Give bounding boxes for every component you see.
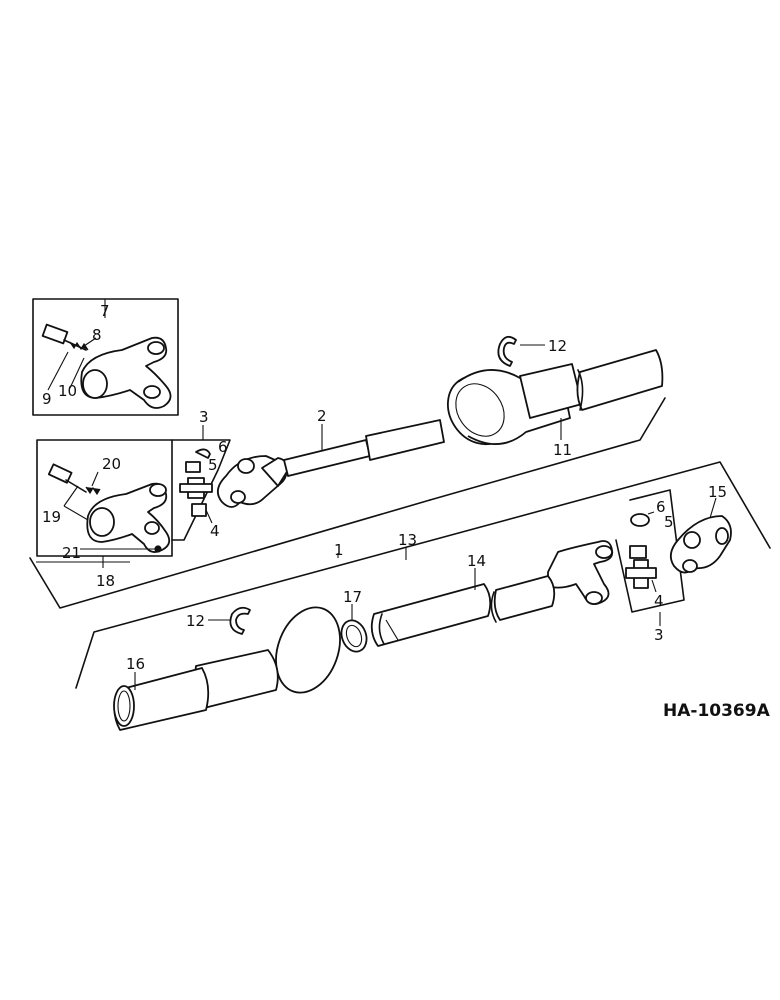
callout-19: 19 <box>42 508 61 526</box>
clip-part-12-lower <box>208 606 251 635</box>
callout-20: 20 <box>102 455 121 473</box>
inner-shaft-section <box>283 439 371 477</box>
callout-5-lower: 5 <box>664 513 674 531</box>
callout-10: 10 <box>58 382 77 400</box>
clip-part-12-upper <box>497 335 545 367</box>
callout-3-upper: 3 <box>199 408 209 426</box>
lock-pin-part-19 <box>47 463 101 496</box>
callout-6-upper: 6 <box>218 438 228 456</box>
yoke-part-7 <box>80 336 172 409</box>
yoke-part-15 <box>669 497 732 574</box>
callout-12-lower: 12 <box>186 612 205 630</box>
shield-part-16 <box>113 606 341 731</box>
callout-17: 17 <box>343 588 362 606</box>
callout-14: 14 <box>467 552 486 570</box>
reference-code: HA-10369A <box>663 701 771 721</box>
yoke-kit-box-18 <box>36 439 173 568</box>
callout-2: 2 <box>317 407 327 425</box>
assembly-13-bracket <box>75 461 771 689</box>
callout-21: 21 <box>62 544 81 562</box>
lock-pin-part <box>41 323 89 351</box>
universal-cross-part <box>179 448 213 517</box>
callout-4-lower: 4 <box>654 592 664 610</box>
tube-part-14 <box>370 568 556 647</box>
upper-driveline <box>216 419 445 508</box>
callout-1: 1 <box>334 541 344 559</box>
outer-shaft-section <box>365 419 445 461</box>
cross-kit-box-3-lower <box>615 489 685 626</box>
callout-11: 11 <box>553 441 572 459</box>
callout-8: 8 <box>92 326 102 344</box>
cross-kit-box-3-upper <box>171 425 231 541</box>
callout-18: 18 <box>96 572 115 590</box>
yoke-part-18 <box>86 482 171 553</box>
yoke-kit-box-7 <box>32 298 179 416</box>
universal-cross-part-lower <box>625 513 657 589</box>
callout-4-upper: 4 <box>210 522 220 540</box>
callout-7: 7 <box>100 302 110 320</box>
callout-5-upper: 5 <box>208 456 218 474</box>
callout-13: 13 <box>398 531 417 549</box>
callout-9: 9 <box>42 390 52 408</box>
callout-6-lower: 6 <box>656 498 666 516</box>
callout-labels: 7 8 9 10 3 6 5 4 2 11 12 20 19 21 18 1 1… <box>42 302 771 721</box>
callout-15: 15 <box>708 483 727 501</box>
callout-3-lower: 3 <box>654 626 664 644</box>
shield-part-11 <box>447 349 664 446</box>
tube-yoke <box>547 540 614 605</box>
callout-12-upper: 12 <box>548 337 567 355</box>
callout-16: 16 <box>126 655 145 673</box>
bearing-ring-part-17 <box>340 604 368 653</box>
assembly-1-bracket <box>29 397 666 609</box>
